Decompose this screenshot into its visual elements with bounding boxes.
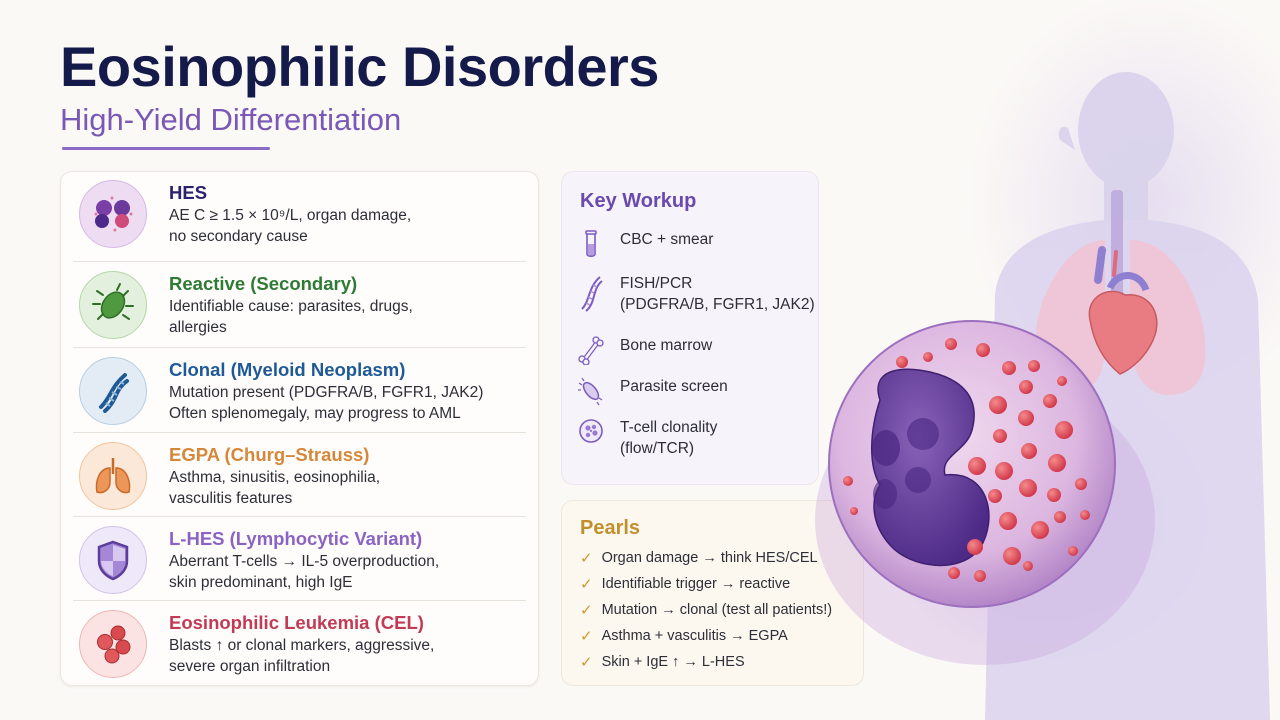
workup-item-line2: (flow/TCR) [620,440,695,457]
workup-item-line1: FISH/PCR [620,275,693,292]
dna-icon [581,276,603,312]
row-divider [73,261,526,262]
pearl-item: ✓ Identifiable trigger → reactive [580,575,790,593]
check-icon: ✓ [580,576,593,593]
page-subtitle: High-Yield Differentiation [60,102,402,137]
pearl-text: Skin + IgE ↑ → L-HES [601,654,745,670]
pearls-title: Pearls [580,517,641,539]
category-desc-line2: Often splenomegaly, may progress to AML [169,405,461,422]
category-desc-line1: Asthma, sinusitis, eosinophilia, [169,469,381,486]
check-icon: ✓ [580,628,593,645]
category-name: Eosinophilic Leukemia (CEL) [169,612,424,633]
pearl-text: Identifiable trigger → reactive [601,576,791,592]
parasite-icon [578,377,603,406]
category-desc-line1: Identifiable cause: parasites, drugs, [169,298,413,315]
category-row-hes: HES AE C ≥ 1.5 × 10⁹/L, organ damage, no… [73,172,526,256]
category-desc-line2: vasculitis features [169,490,293,507]
workup-item: Parasite screen [578,376,728,406]
pearls-card: Pearls ✓ Organ damage → think HES/CEL ✓ Id… [561,500,864,686]
category-name: Clonal (Myeloid Neoplasm) [169,359,406,380]
check-icon: ✓ [580,654,593,671]
workup-item-line1: CBC + smear [620,231,714,248]
category-name: Reactive (Secondary) [169,273,358,294]
category-desc-line2: skin predominant, high IgE [169,574,353,591]
workup-item-line1: Parasite screen [620,378,728,395]
category-desc-line1: Blasts ↑ or clonal markers, aggressive, [169,637,435,654]
category-name: L-HES (Lymphocytic Variant) [169,528,423,549]
pearl-item: ✓ Asthma + vasculitis → EGPA [580,627,788,645]
workup-item-line1: Bone marrow [620,337,713,354]
category-desc-line1: Mutation present (PDGFRA/B, FGFR1, JAK2) [169,384,484,401]
category-desc-line2: allergies [169,319,227,336]
workup-item: FISH/PCR (PDGFRA/B, FGFR1, JAK2) [578,273,815,315]
row-divider [73,516,526,517]
eosinophil-cells-icon [79,180,147,248]
category-desc-line1: Aberrant T-cells → IL-5 overproduction, [169,553,440,570]
pearl-text: Organ damage → think HES/CEL [601,550,818,566]
workup-item-line1: T-cell clonality [620,419,718,436]
workup-item-line2: (PDGFRA/B, FGFR1, JAK2) [620,296,815,313]
key-workup-card: Key Workup CBC + smear FISH/PCR (PDGFRA/… [561,171,819,485]
workup-item: Bone marrow [578,335,712,365]
row-divider [73,432,526,433]
pearl-text: Asthma + vasculitis → EGPA [601,628,788,644]
bone-icon [578,336,604,365]
test-tube-icon [585,230,597,258]
parasite-bug-icon [79,271,147,339]
lungs-icon [79,442,147,510]
category-name: EGPA (Churg–Strauss) [169,444,370,465]
category-row-egpa: EGPA (Churg–Strauss) Asthma, sinusitis, … [73,434,526,518]
row-divider [73,347,526,348]
cell-icon [579,419,603,443]
pearl-item: ✓ Organ damage → think HES/CEL [580,549,818,567]
category-desc-line2: severe organ infiltration [169,658,331,675]
category-row-clonal: Clonal (Myeloid Neoplasm) Mutation prese… [73,349,526,433]
row-divider [73,600,526,601]
pearl-text: Mutation → clonal (test all patients!) [601,602,833,618]
workup-title: Key Workup [580,190,697,212]
workup-item: CBC + smear [578,229,713,259]
category-desc-line1: AE C ≥ 1.5 × 10⁹/L, organ damage, [169,207,412,224]
pearl-item: ✓ Mutation → clonal (test all patients!) [580,601,832,619]
category-desc-line2: no secondary cause [169,228,308,245]
category-row-lhes: L-HES (Lymphocytic Variant) Aberrant T-c… [73,518,526,602]
subtitle-underline [62,147,270,150]
page-title: Eosinophilic Disorders [60,35,659,98]
disorders-card: HES AE C ≥ 1.5 × 10⁹/L, organ damage, no… [60,171,539,686]
blood-cells-icon [79,610,147,678]
check-icon: ✓ [580,550,593,567]
category-row-cel: Eosinophilic Leukemia (CEL) Blasts ↑ or … [73,602,526,686]
shield-icon [79,526,147,594]
workup-item: T-cell clonality (flow/TCR) [578,417,717,459]
category-name: HES [169,182,208,203]
dna-icon [79,357,147,425]
check-icon: ✓ [580,602,593,619]
pearl-item: ✓ Skin + IgE ↑ → L-HES [580,653,745,671]
category-row-reactive: Reactive (Secondary) Identifiable cause:… [73,263,526,347]
